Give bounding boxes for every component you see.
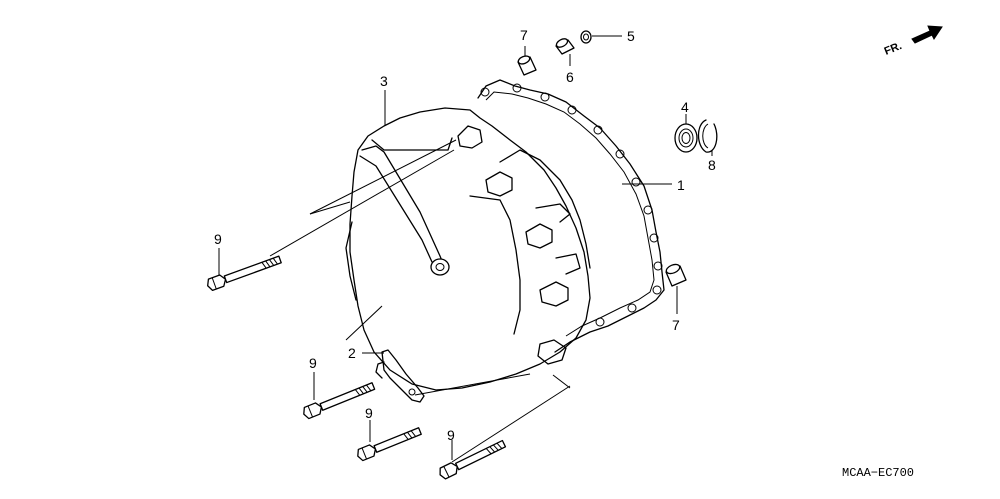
dowel-pin: [665, 263, 687, 287]
callout-leaders: [218, 35, 713, 460]
callout-8: 8: [708, 157, 716, 173]
callout-7-right: 7: [672, 317, 680, 333]
flange-bolt: [303, 382, 376, 420]
assembly-leader-lines: [269, 139, 571, 463]
callout-9-bottom: 9: [447, 427, 455, 443]
cover-gasket-inner: [485, 91, 655, 337]
cover-gasket: [477, 79, 665, 353]
callout-5: 5: [627, 28, 635, 44]
diagram-code: MCAA−EC700: [842, 466, 914, 480]
snap-ring: [697, 119, 718, 153]
direction-label: FR.: [883, 40, 904, 58]
callout-9-middle: 9: [309, 355, 317, 371]
callout-9-upper: 9: [214, 231, 222, 247]
callout-3: 3: [380, 73, 388, 89]
callout-1: 1: [677, 177, 685, 193]
callout-6: 6: [566, 69, 574, 85]
callout-4: 4: [681, 99, 689, 115]
o-ring: [580, 30, 592, 44]
collar: [555, 38, 575, 55]
dowel-pin: [517, 55, 537, 76]
front-direction-arrow: FR.: [883, 25, 943, 58]
flange-bolt: [207, 255, 282, 292]
callout-9-lower: 9: [365, 405, 373, 421]
cover-bracket: [375, 349, 425, 403]
flange-bolt: [439, 439, 507, 480]
arrow-icon: [911, 25, 943, 44]
gasket-bolt-holes: [480, 83, 663, 327]
clutch-cover: [345, 107, 591, 391]
callout-7-top: 7: [520, 27, 528, 43]
flange-bolt: [357, 427, 422, 462]
callout-2: 2: [348, 345, 356, 361]
callout-labels: 1 2 3 4 5 6 7 7 8 9 9 9 9: [214, 27, 716, 443]
oil-seal: [674, 123, 698, 153]
